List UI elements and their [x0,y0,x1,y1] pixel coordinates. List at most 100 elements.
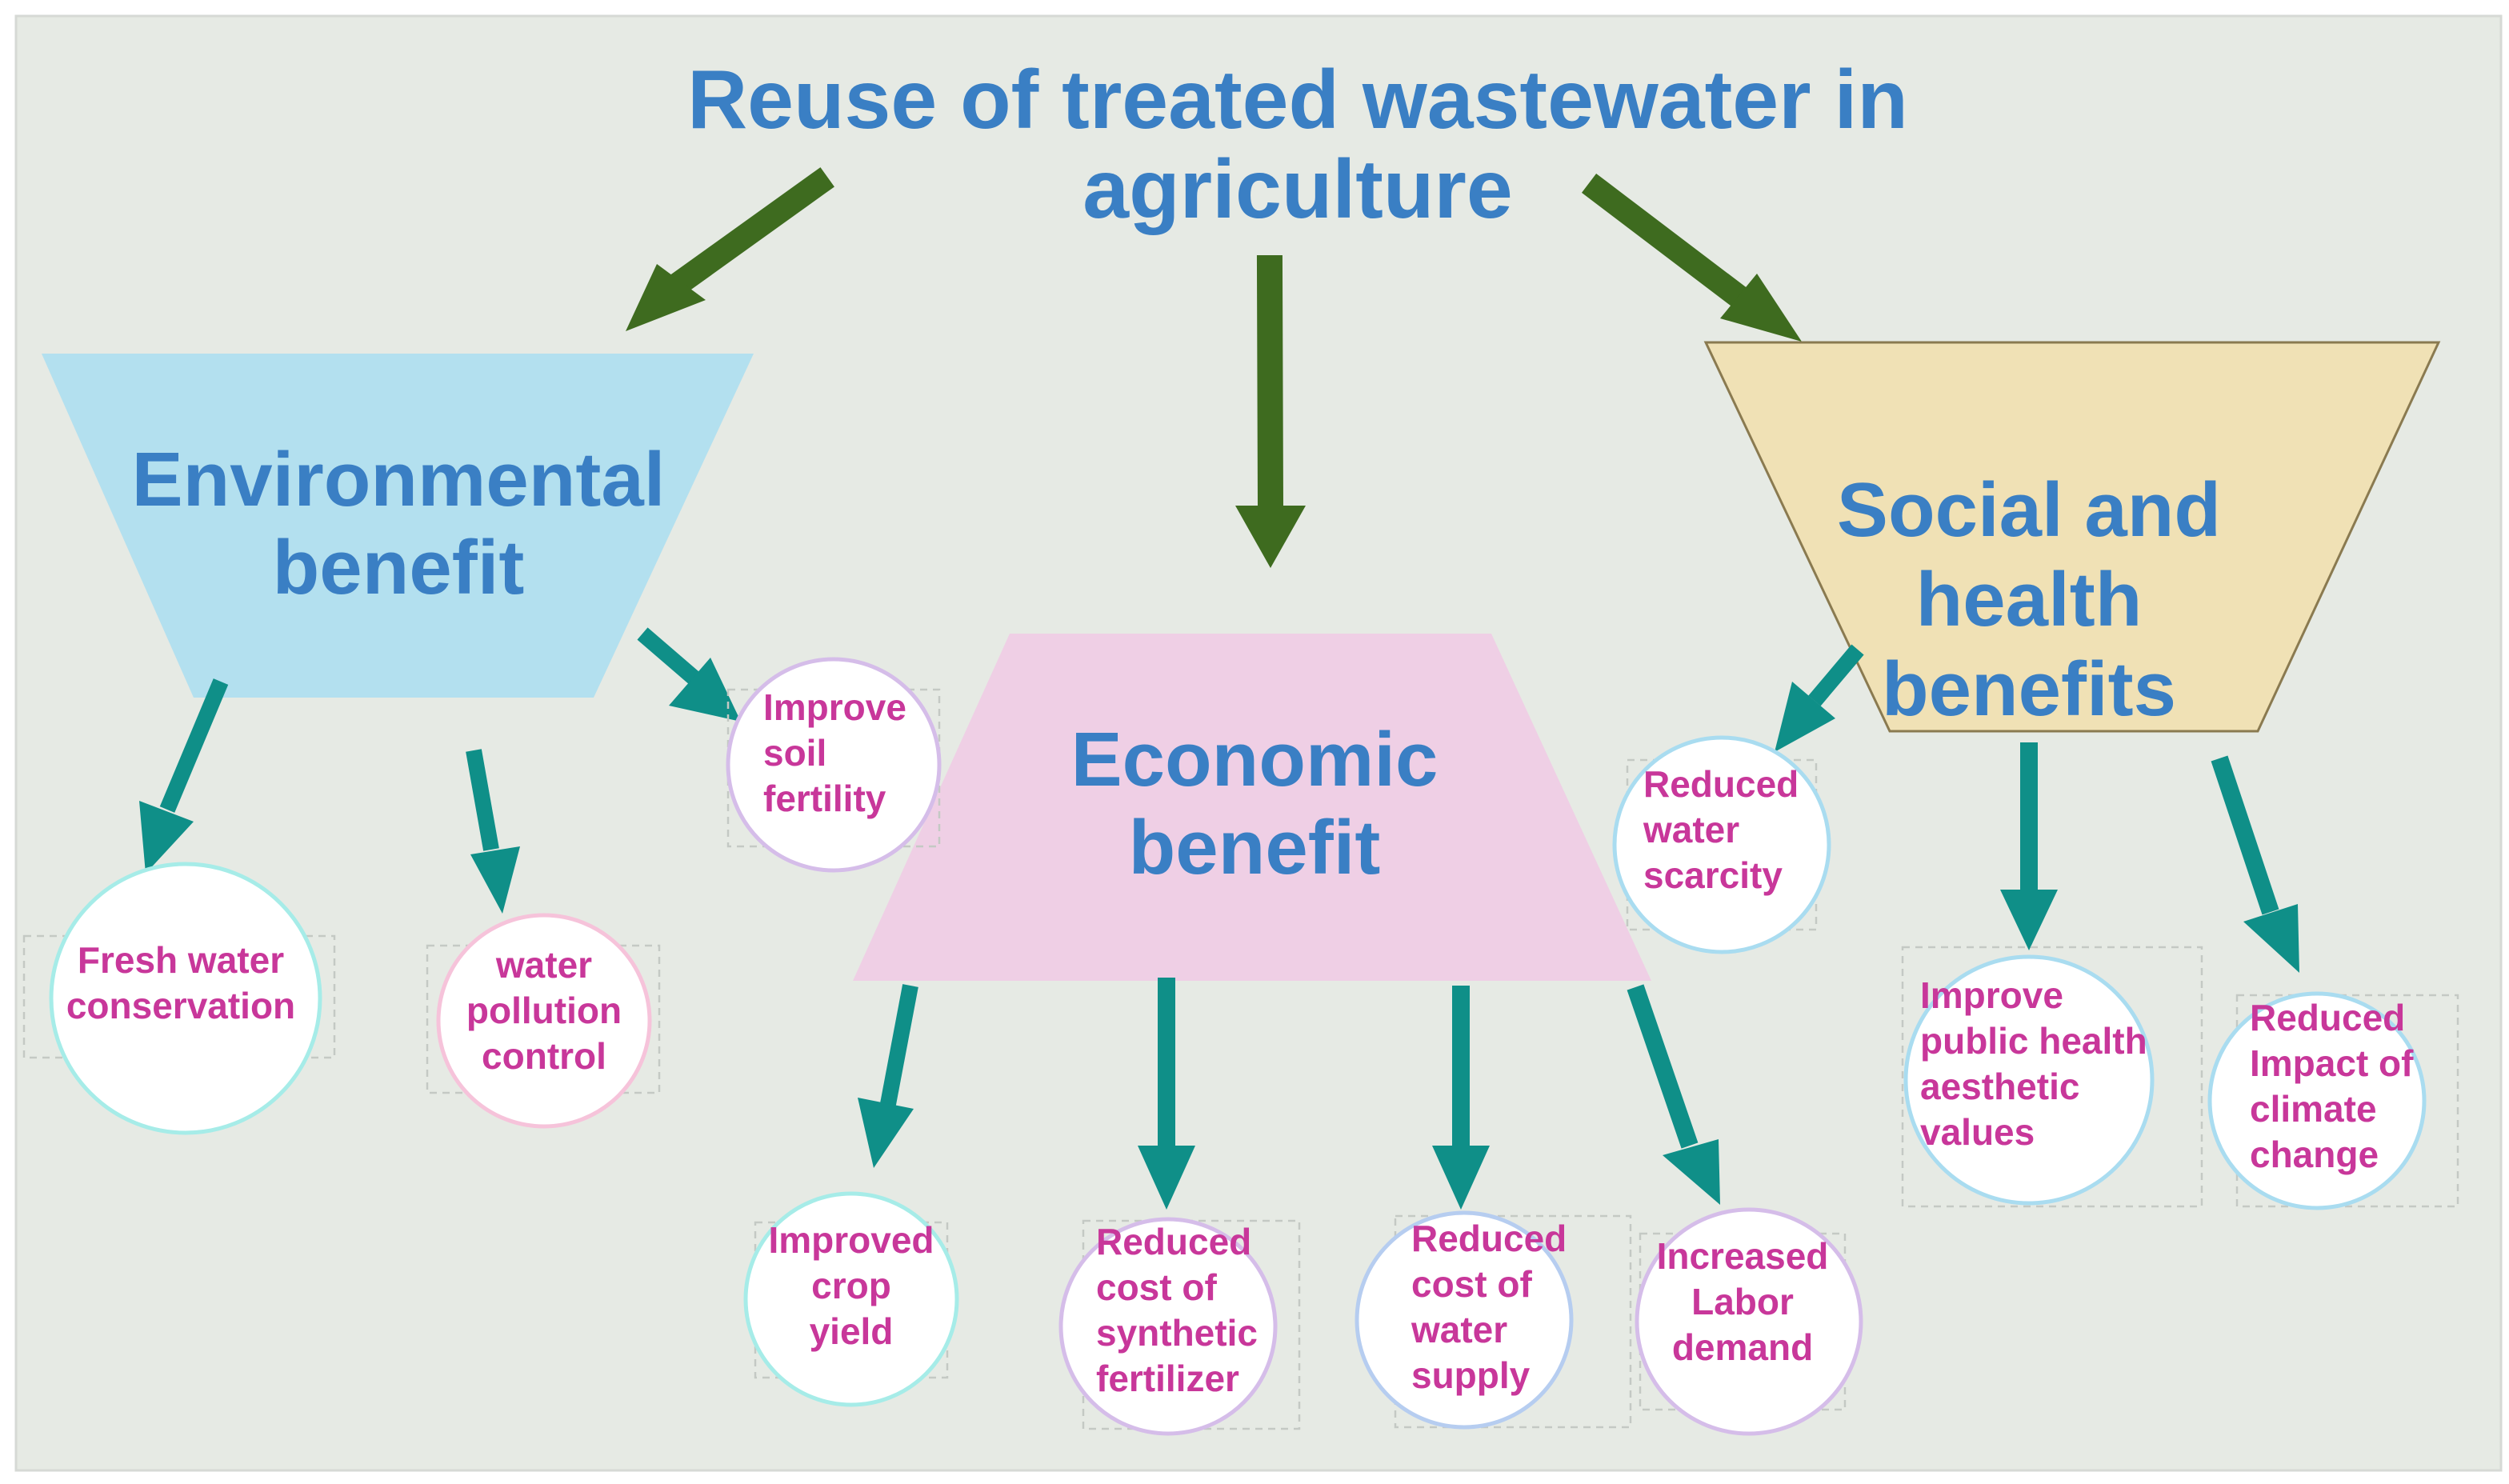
branch-arrow-improved-crop-yield-shaft [880,984,918,1106]
benefit-improved-crop-yield-line-2: crop [811,1265,891,1306]
benefit-water-pollution-control-line-2: pollution [466,990,622,1031]
benefit-reduced-cost-water-supply-line-2: cost of [1411,1263,1532,1305]
branch-arrow-improve-soil-fertility [637,627,741,722]
benefit-improve-public-health-line-4: values [1920,1111,2035,1153]
benefit-reduced-cost-synthetic-fertilizer-circle [1058,1217,1278,1436]
category-social: Social and health benefits [1703,341,2441,733]
benefit-reduced-water-scarcity-circle [1612,735,1831,954]
benefit-reduced-water-scarcity-line-2: water [1643,809,1739,850]
main-arrow-economic-head [1235,506,1306,568]
main-arrow-social-head [1720,274,1802,342]
category-economic-label-line-1: Economic [1071,717,1439,802]
branch-arrow-reduced-impact-climate-change-head [2243,904,2299,973]
branch-arrow-fresh-water-conservation-shaft [159,678,229,813]
title-line-2: agriculture [1082,143,1512,236]
branch-arrow-reduced-water-scarcity-shaft [1808,644,1864,706]
main-arrow-social [1581,173,1802,342]
branch-arrow-reduced-cost-synthetic-fertilizer [1138,978,1195,1210]
branch-arrow-reduced-water-scarcity-head [1775,682,1835,752]
category-environmental: Environmental benefit [42,354,754,698]
main-arrow-environmental-shaft [665,167,834,298]
branch-arrow-improve-public-health-head [2000,890,2058,950]
benefit-increased-labor-demand-line-3: demand [1672,1326,1813,1368]
benefit-reduced-cost-synthetic-fertilizer-line-1: Reduced [1096,1221,1251,1262]
category-social-label-line-3: benefits [1882,646,2176,732]
category-social-label-line-1: Social and [1837,467,2221,553]
branch-arrow-reduced-impact-climate-change [2211,755,2299,973]
branch-arrow-improve-soil-fertility-head [669,658,741,722]
title: Reuse of treated wastewater in agricultu… [687,54,1908,236]
category-social-label-line-2: health [1916,557,2143,642]
category-environmental-label-line-1: Environmental [132,437,666,522]
benefit-reduced-impact-climate-change-line-3: climate [2250,1088,2377,1130]
branch-arrow-reduced-cost-water-supply [1432,986,1490,1210]
benefit-improve-soil-fertility-line-1: Improve [763,686,906,728]
category-economic: Economic benefit [853,634,1651,981]
benefit-reduced-cost-water-supply-line-4: supply [1411,1354,1531,1396]
benefit-reduced-cost-water-supply-line-3: water [1411,1309,1507,1350]
benefit-reduced-cost-synthetic-fertilizer-line-2: cost of [1096,1266,1217,1308]
benefit-leaves: Fresh waterconservationwaterpollutioncon… [22,657,2459,1436]
category-environmental-shape [42,354,754,698]
benefit-improve-public-health-line-1: Improve [1920,974,2063,1016]
branch-arrow-increased-labor-demand-head [1663,1139,1720,1205]
branch-arrow-increased-labor-demand-shaft [1627,984,1699,1149]
benefit-improve-soil-fertility-circle [726,657,942,873]
benefit-increased-labor-demand-line-2: Labor [1691,1281,1794,1322]
benefit-improve-public-health-circle [1903,954,2155,1206]
main-arrow-environmental-head [626,264,706,331]
benefit-reduced-impact-climate-change-circle [2207,991,2427,1210]
category-environmental-label-line-2: benefit [273,525,525,610]
benefit-reduced-impact-climate-change-line-4: change [2250,1134,2379,1175]
benefit-improve-public-health-line-3: aesthetic [1920,1066,2079,1107]
branch-arrow-improve-soil-fertility-shaft [637,627,700,685]
benefit-reduced-cost-synthetic-fertilizer-line-4: fertilizer [1096,1358,1239,1399]
branch-arrow-reduced-water-scarcity [1775,644,1864,752]
benefit-improve-soil-fertility-line-3: fertility [763,778,886,819]
branch-arrow-fresh-water-conservation-head [139,801,194,874]
main-arrow-environmental [626,167,834,331]
branch-arrow-fresh-water-conservation [139,678,229,874]
benefit-fresh-water-conservation-circle [49,862,322,1135]
main-arrows [626,167,1802,568]
branch-arrow-water-pollution-control-shaft [466,749,499,851]
benefit-reduced-cost-water-supply-circle [1355,1210,1574,1430]
main-arrow-social-shaft [1581,173,1755,314]
branch-arrow-increased-labor-demand [1627,984,1720,1205]
branch-arrow-water-pollution-control-head [470,846,520,914]
category-economic-label-line-2: benefit [1129,805,1381,890]
benefit-improved-crop-yield-circle [743,1191,959,1407]
benefit-reduced-water-scarcity-line-1: Reduced [1643,763,1799,805]
benefit-increased-labor-demand-line-1: Increased [1657,1235,1829,1277]
branch-arrow-reduced-cost-synthetic-fertilizer-head [1138,1146,1195,1210]
benefit-reduced-cost-synthetic-fertilizer-line-3: synthetic [1096,1312,1258,1354]
benefit-improve-public-health-line-2: public health [1920,1020,2147,1062]
benefit-reduced-impact-climate-change-line-1: Reduced [2250,997,2405,1038]
benefit-fresh-water-conservation-line-2: conservation [66,985,295,1026]
branch-arrow-improve-public-health [2000,742,2058,950]
benefit-improved-crop-yield-line-1: Improved [768,1219,934,1261]
benefit-improve-soil-fertility-line-2: soil [763,732,826,774]
benefit-water-pollution-control-circle [436,913,652,1129]
benefit-increased-labor-demand-circle [1635,1207,1863,1436]
benefit-fresh-water-conservation-line-1: Fresh water [78,939,284,981]
category-social-shape [1703,341,2441,733]
benefit-improved-crop-yield-line-3: yield [810,1310,894,1352]
title-line-1: Reuse of treated wastewater in [687,54,1908,146]
benefit-improve-public-health-text-frame [1901,946,2203,1208]
benefit-water-pollution-control-line-1: water [495,944,592,986]
main-arrow-economic-shaft [1256,254,1284,519]
benefit-reduced-cost-water-supply-line-1: Reduced [1411,1218,1567,1259]
branch-arrow-improved-crop-yield-head [858,1098,914,1168]
branch-arrow-improved-crop-yield [858,984,918,1168]
